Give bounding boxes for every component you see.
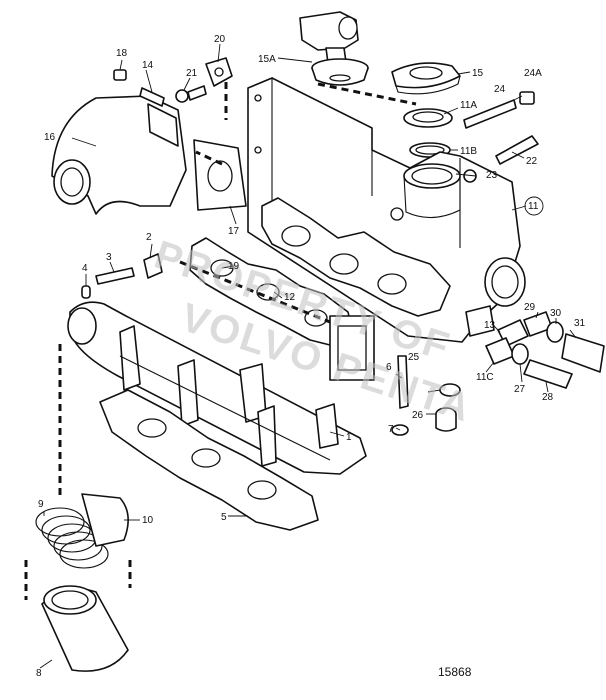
callout-7: 7 — [388, 424, 394, 435]
callout-10: 10 — [142, 515, 154, 526]
callout-11b: 11B — [460, 146, 477, 157]
cap-15 — [391, 62, 461, 95]
callout-18: 18 — [116, 48, 128, 59]
hose-10 — [81, 493, 129, 547]
elbow-16 — [51, 95, 187, 215]
washer-4 — [81, 285, 91, 299]
callout-15a: 15A — [258, 54, 276, 65]
callout-24: 24 — [494, 84, 506, 95]
drain-cock-6 — [397, 355, 409, 409]
clamp-30 — [546, 321, 564, 343]
callout-31: 31 — [574, 318, 586, 329]
callout-19: 19 — [228, 261, 240, 272]
callout-8: 8 — [36, 668, 42, 679]
callout-23: 23 — [486, 170, 498, 181]
callout-28: 28 — [542, 392, 554, 403]
stud-14 — [139, 87, 165, 107]
manifold-gasket-5 — [99, 389, 319, 531]
rubber-bellows-8 — [41, 585, 129, 672]
callout-5: 5 — [221, 512, 227, 523]
callout-11c: 11C — [476, 372, 494, 383]
callout-9: 9 — [38, 499, 44, 510]
pipe-3 — [95, 267, 135, 285]
bolt-22 — [495, 135, 539, 165]
callout-25: 25 — [408, 352, 420, 363]
callout-6: 6 — [386, 362, 392, 373]
bolt-21 — [175, 85, 207, 103]
callout-1: 1 — [346, 432, 352, 443]
callout-11-circle — [524, 196, 544, 216]
callout-21: 21 — [186, 68, 198, 79]
callout-14: 14 — [142, 60, 154, 71]
heat-exchanger-11 — [247, 77, 526, 343]
callout-16: 16 — [44, 132, 56, 143]
clamp-27 — [511, 343, 529, 365]
assembly-line-3 — [317, 82, 417, 106]
callout-30: 30 — [550, 308, 562, 319]
callout-15: 15 — [472, 68, 484, 79]
flange-gasket-17 — [193, 139, 247, 211]
gasket-12 — [261, 197, 451, 317]
callout-24a: 24A — [524, 68, 542, 79]
nut-18 — [113, 69, 127, 81]
exhaust-manifold-1 — [67, 301, 375, 475]
callout-4: 4 — [82, 263, 88, 274]
callout-22: 22 — [526, 156, 538, 167]
callout-11a: 11A — [460, 100, 477, 111]
stud-24 — [463, 99, 517, 129]
plate-20 — [205, 57, 233, 87]
callout-3: 3 — [106, 252, 112, 263]
hose-31 — [561, 333, 605, 373]
assembly-line-2 — [195, 150, 223, 166]
drawing-number: 15868 — [438, 665, 472, 679]
callout-2: 2 — [146, 232, 152, 243]
leader-lines — [39, 43, 577, 669]
callout-17: 17 — [228, 226, 240, 237]
callout-11: 11 — [528, 201, 539, 212]
callout-13: 13 — [484, 320, 496, 331]
callout-20: 20 — [214, 34, 226, 45]
callout-26: 26 — [412, 410, 424, 421]
plug-26 — [435, 407, 457, 432]
callout-29: 29 — [524, 302, 536, 313]
assembly-line-7 — [179, 260, 331, 324]
hose-28 — [523, 359, 573, 389]
nut-24a — [519, 91, 535, 105]
union-2 — [143, 253, 163, 279]
callout-12: 12 — [284, 292, 296, 303]
callout-27: 27 — [514, 384, 526, 395]
thermostat-housing-15a — [299, 11, 369, 86]
